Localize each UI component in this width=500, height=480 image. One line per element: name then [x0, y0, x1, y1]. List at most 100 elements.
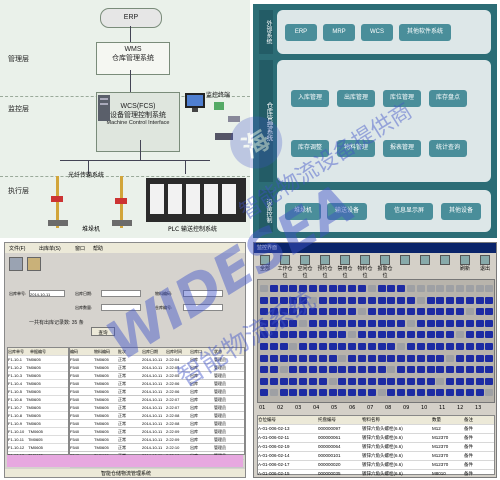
rack-cell[interactable]: [377, 319, 386, 327]
rack-cell[interactable]: [328, 308, 337, 316]
rack-cell[interactable]: [407, 319, 415, 327]
outbound-date-field[interactable]: [101, 290, 141, 297]
rack-cell[interactable]: [309, 285, 317, 292]
rack-cell[interactable]: [328, 354, 337, 362]
rack-cell[interactable]: [318, 366, 327, 374]
rack-cell[interactable]: [289, 331, 298, 339]
rack-cell[interactable]: [456, 319, 464, 327]
rack-cell[interactable]: [269, 319, 278, 327]
rack-cell[interactable]: [387, 296, 396, 304]
rack-cell[interactable]: [269, 331, 278, 339]
rack-cell[interactable]: [377, 296, 386, 304]
rack-cell[interactable]: [465, 319, 474, 327]
rack-cell[interactable]: [338, 354, 347, 362]
rack-cell[interactable]: [309, 308, 317, 316]
rack-cell[interactable]: [416, 285, 425, 292]
rack-cell[interactable]: [485, 319, 494, 327]
rack-cell[interactable]: [318, 331, 327, 339]
rack-cell[interactable]: [416, 366, 425, 374]
rack-cell[interactable]: [318, 308, 327, 316]
rack-cell[interactable]: [485, 389, 494, 397]
rack-cell[interactable]: [475, 343, 484, 350]
rack-cell[interactable]: [465, 389, 474, 397]
rack-cell[interactable]: [387, 319, 396, 327]
rack-cell[interactable]: [358, 308, 366, 316]
rack-cell[interactable]: [426, 366, 435, 374]
rack-cell[interactable]: [475, 285, 484, 292]
rack-cell[interactable]: [475, 296, 484, 304]
toolbar-button[interactable]: 物料仓位: [357, 255, 373, 279]
rack-cell[interactable]: [260, 285, 268, 292]
rack-cell[interactable]: [289, 389, 298, 397]
rack-cell[interactable]: [465, 331, 474, 339]
rack-cell[interactable]: [426, 285, 435, 292]
rack-cell[interactable]: [279, 308, 288, 316]
rack-cell[interactable]: [279, 343, 288, 350]
rack-cell[interactable]: [299, 319, 308, 327]
warehouse-field[interactable]: [183, 304, 223, 311]
rack-cell[interactable]: [377, 285, 386, 292]
rack-cell[interactable]: [387, 343, 396, 350]
rack-cell[interactable]: [348, 308, 357, 316]
rack-cell[interactable]: [446, 319, 455, 327]
rack-cell[interactable]: [328, 319, 337, 327]
rack-cell[interactable]: [279, 285, 288, 292]
rack-cell[interactable]: [299, 366, 308, 374]
rack-cell[interactable]: [397, 389, 406, 397]
rack-cell[interactable]: [407, 377, 415, 385]
rack-cell[interactable]: [426, 343, 435, 350]
rack-cell[interactable]: [407, 389, 415, 397]
rack-cell[interactable]: [475, 308, 484, 316]
rack-cell[interactable]: [407, 331, 415, 339]
rack-cell[interactable]: [446, 308, 455, 316]
rack-cell[interactable]: [309, 319, 317, 327]
toolbar-button[interactable]: 报警仓位: [377, 255, 393, 279]
rack-cell[interactable]: [475, 389, 484, 397]
quantity-field[interactable]: [101, 304, 141, 311]
menu-help[interactable]: 帮助: [93, 246, 104, 252]
rack-cell[interactable]: [299, 331, 308, 339]
rack-cell[interactable]: [299, 354, 308, 362]
material-code-field[interactable]: [183, 290, 223, 297]
toolbar-icon[interactable]: [9, 257, 23, 271]
rack-cell[interactable]: [358, 285, 366, 292]
rack-cell[interactable]: [407, 343, 415, 350]
rack-cell[interactable]: [348, 389, 357, 397]
rack-cell[interactable]: [309, 331, 317, 339]
rack-cell[interactable]: [387, 308, 396, 316]
rack-cell[interactable]: [426, 319, 435, 327]
rack-cell[interactable]: [338, 296, 347, 304]
rack-cell[interactable]: [338, 366, 347, 374]
rack-cell[interactable]: [416, 343, 425, 350]
rack-cell[interactable]: [436, 285, 445, 292]
rack-cell[interactable]: [289, 377, 298, 385]
rack-cell[interactable]: [269, 389, 278, 397]
rack-cell[interactable]: [289, 285, 298, 292]
rack-cell[interactable]: [456, 331, 464, 339]
rack-cell[interactable]: [485, 285, 494, 292]
rack-cell[interactable]: [397, 343, 406, 350]
rack-cell[interactable]: [299, 343, 308, 350]
rack-cell[interactable]: [367, 319, 376, 327]
rack-cell[interactable]: [260, 331, 268, 339]
rack-cell[interactable]: [456, 377, 464, 385]
rack-cell[interactable]: [387, 389, 396, 397]
rack-cell[interactable]: [416, 331, 425, 339]
rack-cell[interactable]: [436, 331, 445, 339]
rack-cell[interactable]: [416, 354, 425, 362]
rack-cell[interactable]: [485, 308, 494, 316]
rack-cell[interactable]: [416, 296, 425, 304]
rack-cell[interactable]: [289, 354, 298, 362]
